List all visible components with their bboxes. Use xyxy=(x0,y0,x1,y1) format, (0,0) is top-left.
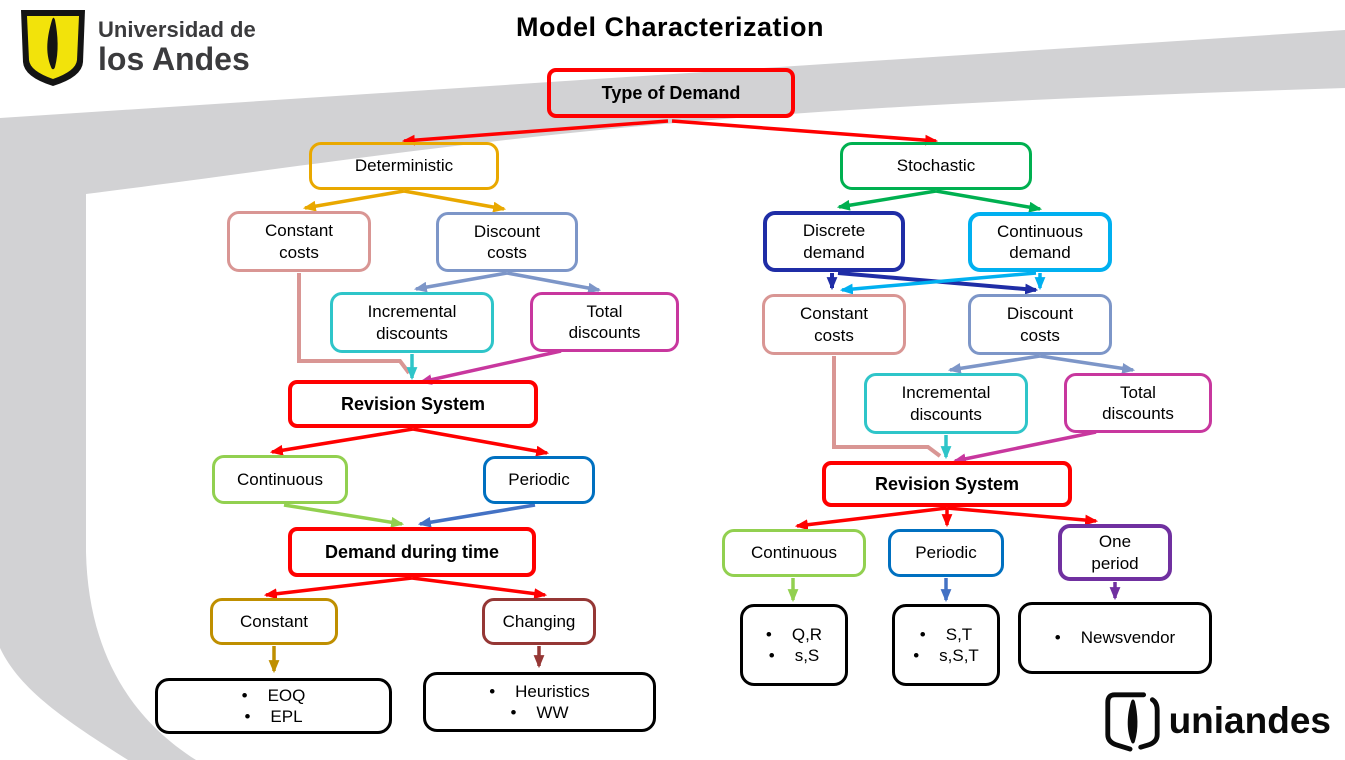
arrow-lrevision-to-continuous xyxy=(269,427,414,456)
leaf-st-sst: S,T s,S,T xyxy=(892,604,1000,686)
leaf-qr-ss: Q,R s,S xyxy=(740,604,848,686)
leaf-item: Newsvendor xyxy=(1055,627,1176,648)
node-deterministic: Deterministic xyxy=(309,142,499,190)
arrow-ldiscount-to-incremental xyxy=(413,271,508,293)
uniandes-shield-icon xyxy=(1104,692,1160,752)
leaf-heuristics-ww: Heuristics WW xyxy=(423,672,656,732)
arrow-tod-to-stochastic xyxy=(671,119,939,146)
leaf-item: S,T xyxy=(920,624,972,645)
arrow-rdiscount-to-total xyxy=(1039,354,1136,374)
node-sto-periodic: Periodic xyxy=(888,529,1004,577)
connector-rconstant-to-revision xyxy=(832,356,942,458)
node-sto-incremental-discounts: Incremental discounts xyxy=(864,373,1028,434)
node-sto-continuous-demand: Continuous demand xyxy=(968,212,1112,272)
leaf-item: WW xyxy=(510,702,568,723)
arrow-ltotal-to-revision xyxy=(418,349,562,385)
leaf-newsvendor: Newsvendor xyxy=(1018,602,1212,674)
arrow-det-to-discount-costs xyxy=(403,189,507,213)
arrow-tod-to-deterministic xyxy=(401,119,669,146)
arrow-sto-to-continuous-demand xyxy=(935,189,1043,213)
leaf-item: s,S xyxy=(769,645,820,666)
node-sto-constant-costs: Constant costs xyxy=(762,294,906,355)
slide-title: Model Characterization xyxy=(515,12,825,42)
node-sto-one-period: One period xyxy=(1058,524,1172,581)
node-det-periodic: Periodic xyxy=(483,456,595,504)
node-det-incremental-discounts: Incremental discounts xyxy=(330,292,494,353)
leaf-eoq-epl: EOQ EPL xyxy=(155,678,392,734)
node-det-total-discounts: Total discounts xyxy=(530,292,679,352)
node-sto-discrete-demand: Discrete demand xyxy=(763,211,905,272)
uniandes-logo-text: uniandes xyxy=(1168,700,1331,741)
node-det-constant: Constant xyxy=(210,598,338,645)
leaf-item: EOQ xyxy=(242,685,306,706)
uniandes-logo: uniandes xyxy=(1101,690,1331,752)
arrow-lperiodic-to-ddt xyxy=(417,503,536,528)
arrow-ldiscount-to-total xyxy=(506,271,602,294)
leaf-item: s,S,T xyxy=(913,645,979,666)
arrow-lcontinuous-to-ddt xyxy=(283,503,405,528)
university-shield-icon xyxy=(21,10,85,86)
node-sto-continuous: Continuous xyxy=(722,529,866,577)
arrow-det-to-constant-costs xyxy=(302,189,405,212)
arrow-rdiscount-to-incremental xyxy=(947,354,1041,374)
node-stochastic: Stochastic xyxy=(840,142,1032,190)
arrow-rtotal-to-revision xyxy=(952,430,1097,465)
university-name-line1: Universidad de xyxy=(98,17,256,42)
node-sto-discount-costs: Discount costs xyxy=(968,294,1112,355)
node-det-constant-costs: Constant costs xyxy=(227,211,371,272)
leaf-item: EPL xyxy=(244,706,302,727)
leaf-item: Heuristics xyxy=(489,681,590,702)
node-demand-during-time: Demand during time xyxy=(288,527,536,577)
node-det-revision-system: Revision System xyxy=(288,380,538,428)
node-det-discount-costs: Discount costs xyxy=(436,212,578,272)
leaf-item: Q,R xyxy=(766,624,822,645)
arrow-lrevision-to-periodic xyxy=(412,427,550,457)
arrow-ddt-to-constant xyxy=(263,576,413,600)
arrow-rrevision-to-continuous xyxy=(794,506,948,531)
university-logo: Universidad de los Andes xyxy=(18,6,256,88)
university-name-line2: los Andes xyxy=(98,41,250,77)
node-sto-total-discounts: Total discounts xyxy=(1064,373,1212,433)
node-det-continuous: Continuous xyxy=(212,455,348,504)
connector-lconstant-to-revision xyxy=(297,273,411,375)
arrow-sto-to-discrete xyxy=(836,189,937,211)
arrow-contdemand-to-constant-costs xyxy=(839,271,1037,295)
arrow-ddt-to-changing xyxy=(411,576,548,599)
node-det-changing: Changing xyxy=(482,598,596,645)
arrow-rrevision-to-one-period xyxy=(946,506,1099,526)
node-type-of-demand: Type of Demand xyxy=(547,68,795,118)
node-sto-revision-system: Revision System xyxy=(822,461,1072,507)
